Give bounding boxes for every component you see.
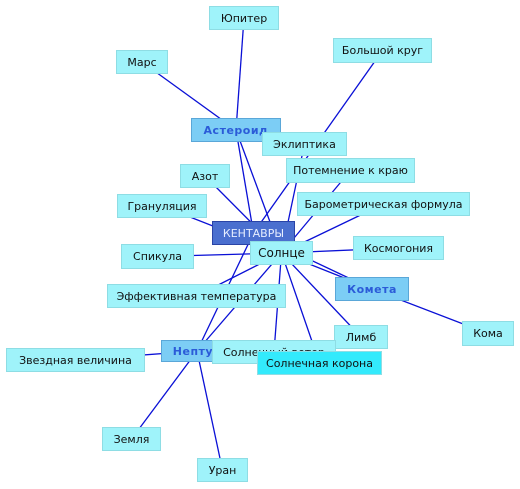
node-eff-temp[interactable]: Эффективная температура xyxy=(107,284,286,308)
edge-neptune-uranus xyxy=(196,350,224,471)
node-earth[interactable]: Земля xyxy=(102,427,161,451)
node-limb[interactable]: Лимб xyxy=(334,325,388,349)
edge-neptune-earth xyxy=(130,350,198,440)
node-limb-darkening[interactable]: Потемнение к краю xyxy=(286,158,415,183)
node-comet[interactable]: Комета xyxy=(335,277,409,301)
node-coma[interactable]: Кома xyxy=(462,321,514,346)
edge-sun-limb xyxy=(281,252,362,338)
node-asteroid[interactable]: Астероид xyxy=(191,118,281,142)
node-spicule[interactable]: Спикула xyxy=(121,244,194,269)
node-star-mag[interactable]: Звездная величина xyxy=(6,348,145,372)
node-corona[interactable]: Солнечная корона xyxy=(257,351,382,375)
node-nitrogen[interactable]: Азот xyxy=(180,164,230,188)
node-ecliptic[interactable]: Эклиптика xyxy=(262,132,347,156)
node-granulation[interactable]: Грануляция xyxy=(117,194,207,218)
node-cosmogony[interactable]: Космогония xyxy=(353,236,444,260)
node-mars[interactable]: Марс xyxy=(116,50,168,74)
node-big-circle[interactable]: Большой круг xyxy=(333,38,432,63)
edge-asteroid-jupiter xyxy=(235,17,245,131)
node-sun[interactable]: Солнце xyxy=(250,241,313,265)
node-uranus[interactable]: Уран xyxy=(197,458,248,482)
node-jupiter[interactable]: Юпитер xyxy=(209,6,279,30)
node-barometric[interactable]: Барометрическая формула xyxy=(297,192,470,216)
edge-asteroid-centaurs xyxy=(235,129,255,234)
